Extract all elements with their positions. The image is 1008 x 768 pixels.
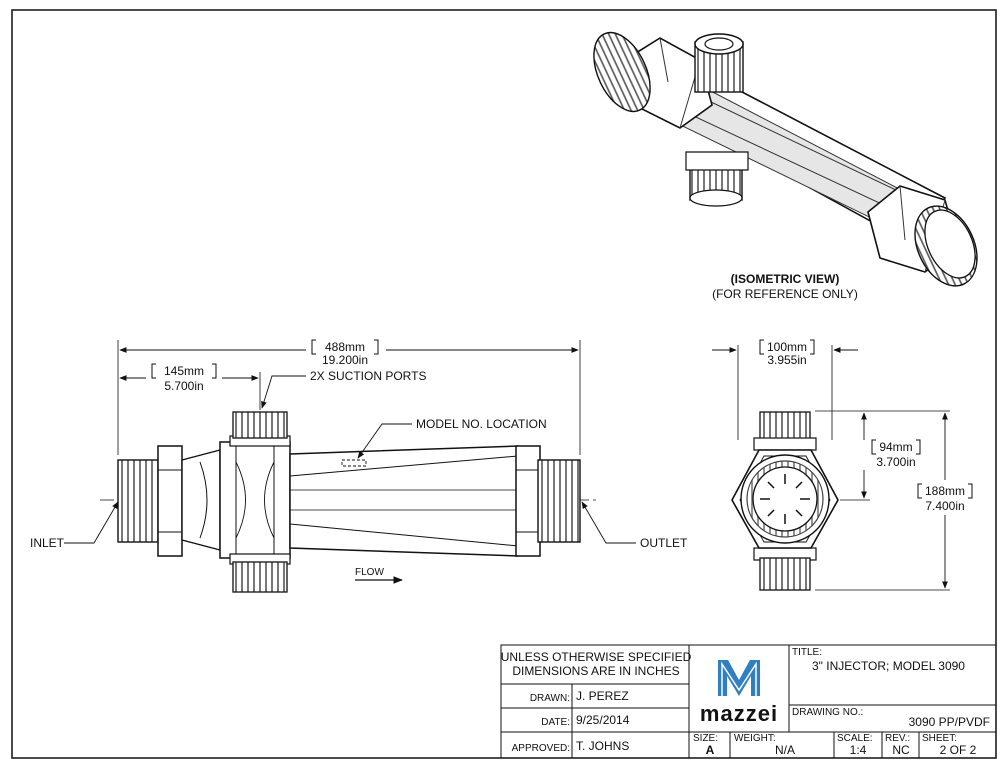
end-dimensions — [712, 339, 973, 591]
size-label: SIZE: — [693, 733, 718, 744]
front-leaders — [64, 375, 636, 584]
weight-label: WEIGHT: — [734, 733, 776, 744]
drawing-no-value: 3090 PP/PVDF — [909, 715, 990, 729]
outlet-label: OUTLET — [640, 536, 688, 550]
sheet-label: SHEET: — [922, 733, 957, 744]
isometric-view — [593, 31, 978, 287]
dim-inner-in: 3.700in — [876, 455, 915, 469]
company-name: mazzei — [700, 701, 778, 726]
sheet-value: 2 OF 2 — [940, 743, 977, 757]
approved-label: APPROVED: — [512, 743, 570, 754]
date-label: DATE: — [541, 717, 570, 728]
dim-port-mm: 145mm — [164, 364, 204, 378]
title-value: 3" INJECTOR; MODEL 3090 — [812, 659, 965, 673]
approved-value: T. JOHNS — [576, 739, 629, 753]
isometric-title: (ISOMETRIC VIEW) — [731, 272, 840, 286]
dim-overall-in: 19.200in — [322, 353, 368, 367]
sheet-border — [11, 9, 997, 759]
dim-port-in: 5.700in — [164, 379, 203, 393]
drawn-value: J. PEREZ — [576, 689, 629, 703]
dim-height-in: 7.400in — [925, 499, 964, 513]
size-value: A — [706, 743, 715, 757]
scale-value: 1:4 — [850, 743, 867, 757]
suction-ports-label: 2X SUCTION PORTS — [310, 369, 426, 383]
tolerance-line-2: DIMENSIONS ARE IN INCHES — [512, 664, 679, 678]
dim-width-in: 3.955in — [767, 353, 806, 367]
rev-label: REV.: — [885, 733, 910, 744]
date-value: 9/25/2014 — [576, 713, 630, 727]
scale-label: SCALE: — [837, 733, 873, 744]
end-view — [731, 411, 839, 591]
dim-inner-mm: 94mm — [879, 440, 912, 454]
title-label: TITLE: — [792, 647, 822, 658]
drawn-label: DRAWN: — [530, 693, 570, 704]
isometric-note: (FOR REFERENCE ONLY) — [712, 287, 858, 301]
model-location-label: MODEL NO. LOCATION — [416, 417, 547, 431]
title-block — [500, 644, 997, 759]
inlet-label: INLET — [30, 536, 65, 550]
tolerance-line-1: UNLESS OTHERWISE SPECIFIED — [501, 650, 692, 664]
front-view — [100, 411, 600, 593]
drawing-no-label: DRAWING NO.: — [792, 707, 863, 718]
rev-value: NC — [892, 743, 910, 757]
front-dimensions — [117, 339, 581, 455]
dim-overall-mm: 488mm — [325, 340, 365, 354]
weight-value: N/A — [775, 743, 795, 757]
company-logo — [718, 660, 760, 696]
dim-height-mm: 188mm — [925, 484, 965, 498]
flow-label: FLOW — [355, 567, 384, 578]
dim-width-mm: 100mm — [767, 340, 807, 354]
